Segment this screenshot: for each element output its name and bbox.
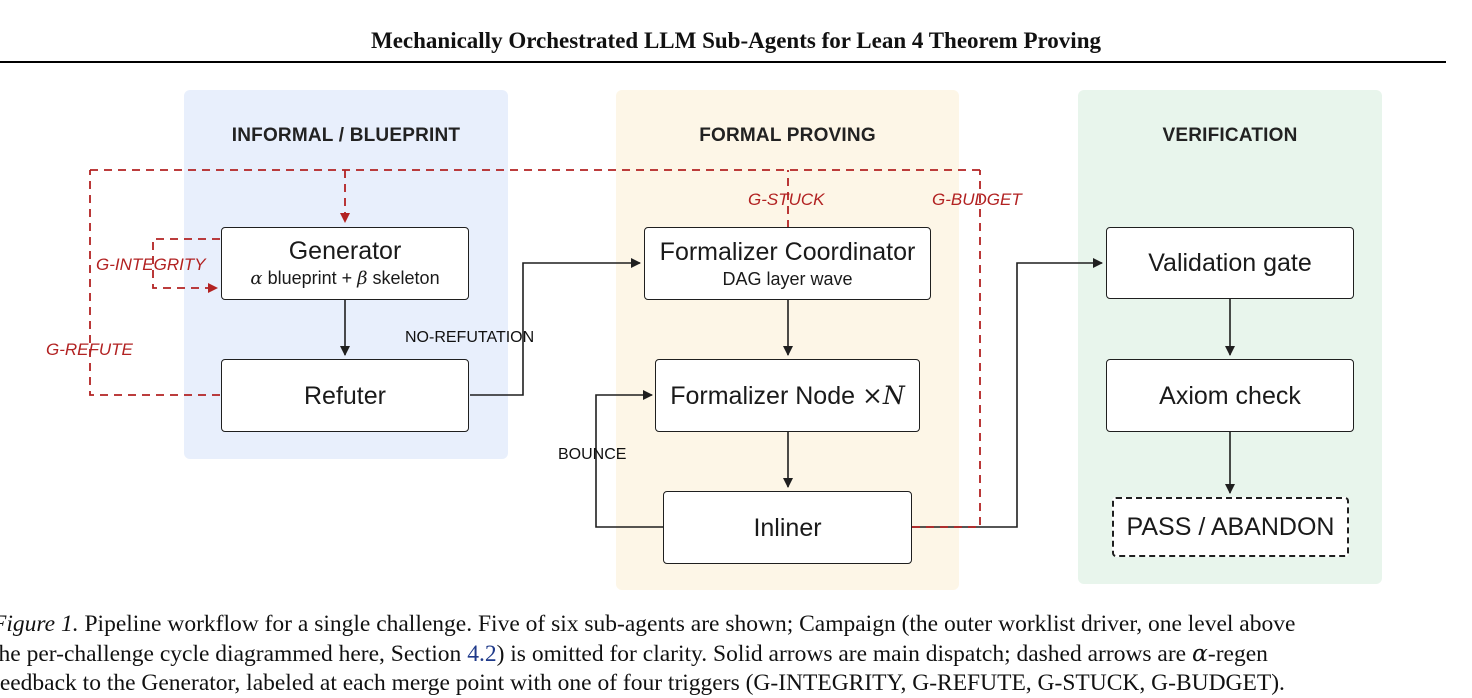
label-no-refutation: NO-REFUTATION — [405, 329, 535, 346]
node-formalizer-node-title: Formalizer Node ×N — [670, 380, 905, 410]
node-inliner-title: Inliner — [753, 513, 822, 542]
node-axiom-check-title: Axiom check — [1159, 381, 1301, 410]
regen-g-budget — [912, 170, 981, 528]
panel-title-verification: VERIFICATION — [1162, 125, 1298, 146]
header-rule — [0, 61, 1446, 63]
node-refuter: Refuter — [221, 359, 469, 432]
paper-running-title: Mechanically Orchestrated LLM Sub-Agents… — [370, 28, 1101, 53]
figure-caption: Figure 1. Pipeline workflow for a single… — [0, 610, 1472, 698]
node-validation-gate: Validation gate — [1106, 227, 1354, 299]
label-g-stuck: G-STUCK — [748, 190, 825, 209]
node-pass-abandon-title: PASS / ABANDON — [1126, 513, 1335, 541]
label-bounce: BOUNCE — [558, 446, 627, 463]
node-inliner: Inliner — [663, 491, 912, 564]
caption-line-1: Figure 1. Pipeline workflow for a single… — [0, 611, 1296, 637]
caption-line-2: the per-challenge cycle diagrammed here,… — [0, 639, 1268, 667]
node-generator: Generator α blueprint + β skeleton — [221, 227, 469, 300]
node-pass-abandon: PASS / ABANDON — [1112, 497, 1349, 557]
node-formalizer-coordinator-title: Formalizer Coordinator — [659, 237, 916, 266]
arrow-bounce — [595, 390, 663, 528]
node-formalizer-coordinator-subtitle: DAG layer wave — [722, 268, 853, 289]
label-g-refute: G-REFUTE — [46, 340, 133, 359]
arrow-refuter-to-coordinator — [470, 258, 641, 396]
node-axiom-check: Axiom check — [1106, 359, 1354, 432]
regen-g-refute — [89, 170, 220, 396]
node-formalizer-node: Formalizer Node ×N — [655, 359, 920, 432]
panel-title-formal: FORMAL PROVING — [699, 125, 876, 146]
arrow-inliner-to-validation — [912, 258, 1103, 528]
node-generator-title: Generator — [288, 237, 402, 265]
label-g-integrity: G-INTEGRITY — [96, 255, 206, 274]
flow-arrows — [89, 169, 1235, 528]
section-ref-link[interactable]: 4.2 — [467, 641, 497, 667]
label-g-budget: G-BUDGET — [932, 190, 1022, 209]
panel-title-informal: INFORMAL / BLUEPRINT — [231, 125, 461, 146]
node-validation-gate-title: Validation gate — [1148, 249, 1312, 277]
caption-line-3: feedback to the Generator, labeled at ea… — [0, 670, 1285, 696]
node-formalizer-coordinator: Formalizer Coordinator DAG layer wave — [644, 227, 931, 300]
node-refuter-title: Refuter — [304, 381, 386, 410]
regen-g-integrity — [152, 238, 220, 293]
node-generator-subtitle: α blueprint + β skeleton — [250, 268, 440, 289]
